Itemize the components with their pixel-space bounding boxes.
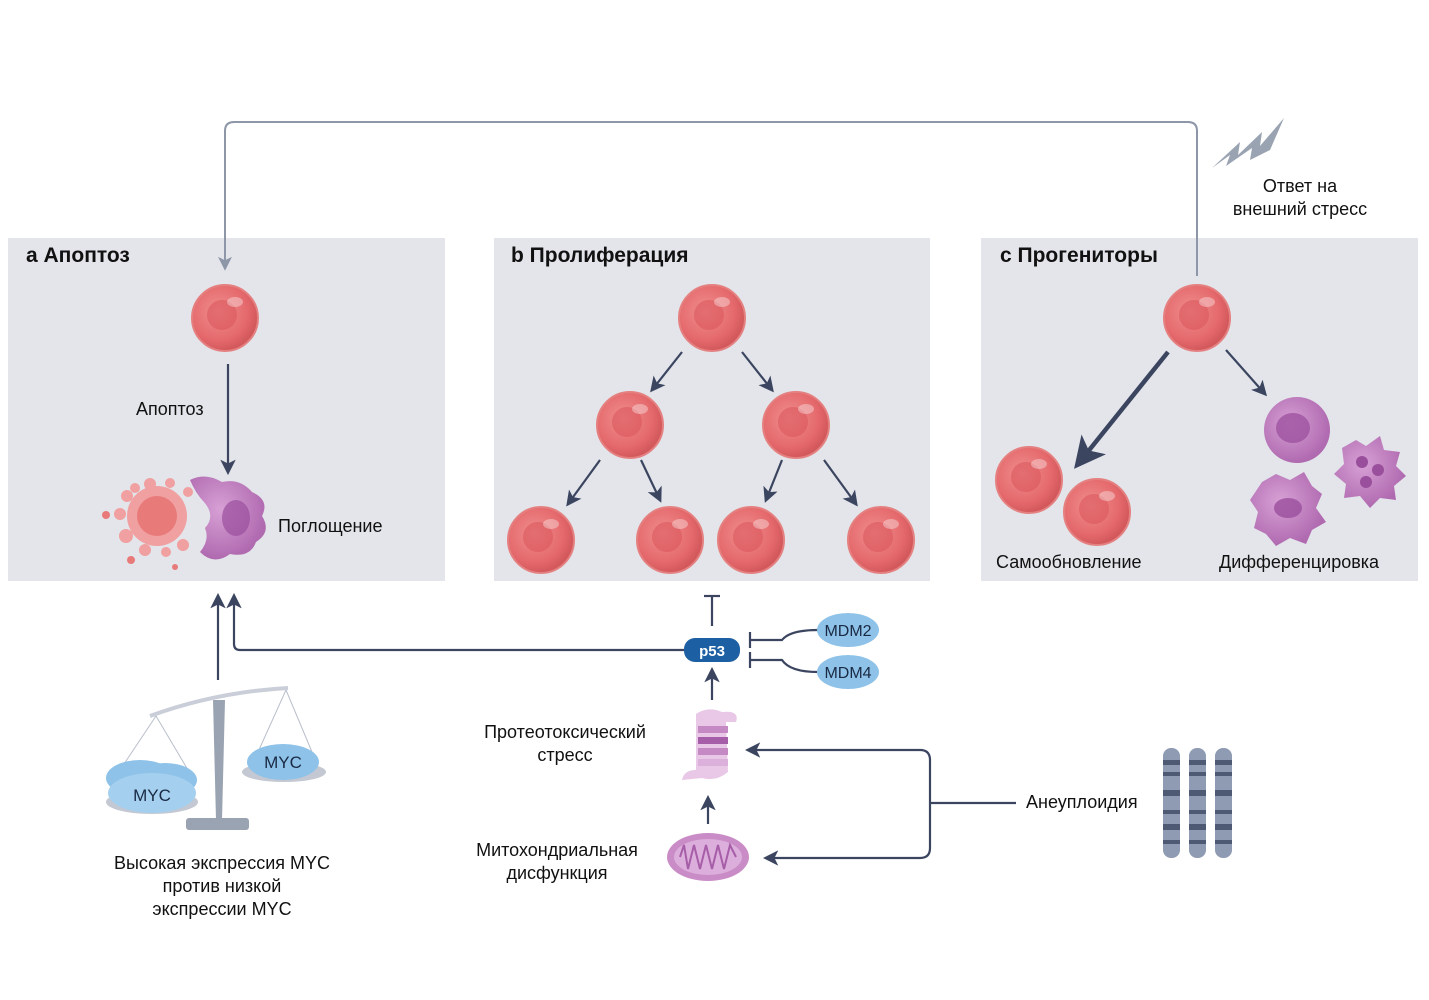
proteotoxic-line2: стресс	[537, 745, 593, 765]
cell-apoptosis-top	[191, 284, 259, 352]
mito-line1: Митохондриальная	[476, 840, 638, 860]
cell-prolif-gen1-right	[762, 391, 830, 459]
apoptotic-cell-icon	[102, 478, 193, 570]
protein-aggregate-icon	[682, 709, 737, 780]
myc-right-badge	[247, 744, 319, 780]
chromosome-icon-2	[1189, 748, 1206, 858]
mitochondrion-icon	[667, 833, 749, 881]
lightning-icon	[1212, 118, 1284, 168]
mito-label: Митохондриальная дисфункция	[452, 839, 662, 885]
cell-progenitor	[1163, 284, 1231, 352]
apoptosis-step-label: Апоптоз	[136, 399, 204, 419]
mdm4-label: MDM4	[824, 665, 871, 682]
myc-left-pile	[106, 760, 197, 813]
cell-prolif-gen1-left	[596, 391, 664, 459]
mdm4-badge	[817, 655, 879, 689]
myc-right-label: MYC	[264, 753, 302, 772]
differentiated-cell-1	[1264, 397, 1330, 463]
differentiation-label: Дифференцировка	[1219, 552, 1380, 572]
myc-caption-line2: против низкой	[162, 876, 282, 896]
arrow-self-renewal	[1074, 350, 1170, 469]
cell-prolif-gen2-1	[507, 506, 575, 574]
external-stress-label: Ответ на внешний стресс	[1215, 175, 1385, 221]
engulfment-label: Поглощение	[278, 516, 383, 536]
external-stress-line1: Ответ на	[1262, 176, 1338, 196]
panel-b-title: b Пролиферация	[511, 244, 689, 267]
differentiated-cell-3	[1250, 472, 1326, 546]
cell-prolif-gen2-2	[636, 506, 704, 574]
aneuploidy-label: Анеуплоидия	[1026, 792, 1138, 812]
proteotoxic-line1: Протеотоксический	[484, 722, 646, 742]
myc-left-label: MYC	[133, 786, 171, 805]
external-stress-line2: внешний стресс	[1232, 199, 1368, 219]
cell-prolif-gen0	[678, 284, 746, 352]
myc-caption-line3: экспрессии MYC	[152, 899, 292, 919]
differentiated-cell-2	[1334, 436, 1406, 508]
myc-caption: Высокая экспрессия MYC против низкой экс…	[82, 852, 362, 921]
stress-feedback-line	[218, 121, 1198, 276]
panel-c-title: c Прогениторы	[1000, 244, 1158, 267]
chromosome-icon-3	[1215, 748, 1232, 858]
mdm2-label: MDM2	[824, 623, 871, 640]
mdm2-badge	[817, 613, 879, 647]
cell-prolif-gen2-4	[847, 506, 915, 574]
arrow-p53-to-apoptosis	[226, 592, 684, 652]
panel-a-title: a Апоптоз	[26, 244, 130, 267]
mito-line2: дисфункция	[506, 863, 608, 883]
arrow-differentiation	[1225, 349, 1268, 397]
cell-self-renewal-2	[1063, 478, 1131, 546]
macrophage-icon	[190, 476, 266, 560]
p53-badge	[684, 638, 740, 662]
cell-prolif-gen2-3	[717, 506, 785, 574]
cell-self-renewal-1	[995, 446, 1063, 514]
chromosome-icon-1	[1163, 748, 1180, 858]
self-renewal-label: Самообновление	[996, 552, 1142, 572]
myc-caption-line1: Высокая экспрессия MYC	[113, 853, 331, 873]
proteotoxic-label: Протеотоксический стресс	[460, 721, 670, 767]
p53-label: p53	[699, 643, 725, 660]
